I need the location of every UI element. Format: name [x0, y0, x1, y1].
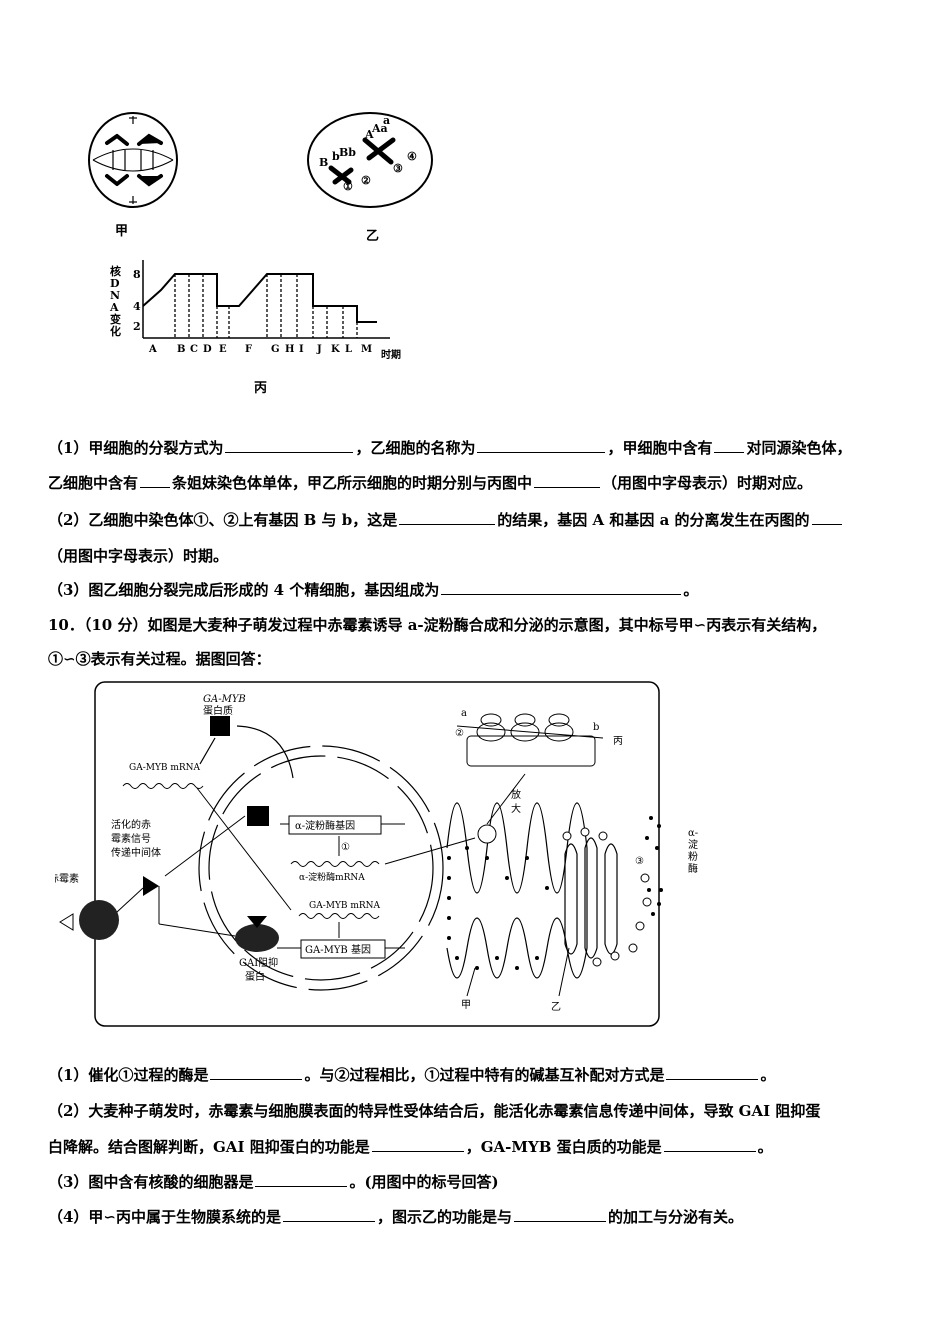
yi-gene-a: a [383, 114, 390, 127]
yi-gene-B: B [319, 156, 328, 169]
svg-text:F: F [245, 344, 252, 355]
yi-chrom-4: ④ [407, 150, 417, 163]
yi-gene-Bb: Bb [339, 146, 356, 159]
diagram-amylase-gene: α-淀粉酶基因 [295, 819, 355, 832]
svg-text:E: E [219, 344, 227, 355]
q10-blank-gai-function[interactable] [371, 1137, 464, 1152]
svg-text:I: I [299, 344, 304, 355]
svg-text:D: D [203, 344, 212, 355]
q10-line-3: 白降解。结合图解判断，GAI 阻抑蛋白的功能是，GA-MYB 蛋白质的功能是。 [48, 1137, 773, 1156]
q9-blank-periods[interactable] [534, 473, 601, 488]
q9-line-1: （1）甲细胞的分裂方式为，乙细胞的名称为，甲细胞中含有对同源染色体， [48, 438, 852, 457]
diagram-label-b: b [593, 722, 599, 733]
yi-chrom-3: ③ [393, 162, 403, 175]
diagram-gai-1: GAI阻抑 [239, 957, 278, 969]
diagram-gamyb-protein: GA-MYB [203, 694, 246, 705]
graph-xlabel: 时期 [381, 348, 401, 361]
diagram-process-1: ① [341, 842, 350, 853]
q9-line-2: 乙细胞中含有条姐妹染色体单体，甲乙所示细胞的时期分别与丙图中（用图中字母表示）时… [48, 473, 813, 492]
q10-blank-membrane[interactable] [283, 1207, 376, 1222]
gibberellin-icon [59, 913, 74, 931]
diagram-gai-2: 蛋白 [245, 970, 265, 983]
svg-text:H: H [285, 344, 294, 355]
diagram-amylase-mrna: α-淀粉酶mRNA [299, 871, 365, 883]
ytick-8: 8 [133, 268, 141, 281]
svg-text:L: L [345, 344, 352, 355]
diagram-gamyb-mrna-2: GA-MYB mRNA [309, 901, 381, 911]
svg-text:M: M [361, 344, 372, 355]
amylase-diagram: GA-MYB 蛋白质 GA-MYB mRNA α-淀粉酶基因 ① α-淀粉酶mR… [55, 681, 663, 1027]
diagram-label-bing: 丙 [613, 736, 623, 747]
q10-line-5: （4）甲∽丙中属于生物膜系统的是，图示乙的功能是与的加工与分泌有关。 [48, 1207, 744, 1226]
yi-chrom-2: ② [361, 174, 371, 187]
q10-blank-organelles[interactable] [255, 1172, 348, 1187]
q10-intro-1: 10．（10 分）如图是大麦种子萌发过程中赤霉素诱导 a-淀粉酶合成和分泌的示意… [48, 616, 827, 634]
bing-label: 丙 [254, 381, 268, 396]
q9-blank-pairs[interactable] [714, 438, 745, 453]
q10-line-4: （3）图中含有核酸的细胞器是。(用图中的标号回答) [48, 1172, 499, 1191]
diagram-signal-3: 传递中间体 [111, 846, 161, 859]
q9-blank-chromatids[interactable] [140, 473, 171, 488]
q9-line-4: （用图中字母表示）时期。 [48, 547, 229, 565]
svg-text:G: G [271, 344, 280, 355]
svg-text:K: K [331, 344, 340, 355]
jia-label: 甲 [115, 224, 129, 239]
q9-line-3: （2）乙细胞中染色体①、②上有基因 B 与 b，这是的结果，基因 A 和基因 a… [48, 509, 844, 530]
yi-gene-b: b [332, 150, 340, 163]
q10-intro-2: ①∽③表示有关过程。据图回答： [48, 650, 271, 668]
signal-intermediate-icon [143, 876, 159, 896]
svg-text:B: B [177, 344, 185, 355]
diagram-signal-1: 活化的赤 [111, 818, 151, 831]
diagram-label-jia: 甲 [461, 1000, 471, 1011]
q10-blank-gamyb-function[interactable] [663, 1137, 756, 1152]
diagram-protein-word: 蛋白质 [203, 704, 233, 717]
diagram-gamyb-mrna: GA-MYB mRNA [129, 763, 201, 773]
diagram-process-2: ② [455, 728, 464, 739]
q10-line-2: （2）大麦种子萌发时，赤霉素与细胞膜表面的特异性受体结合后，能活化赤霉素信息传递… [48, 1102, 821, 1120]
yi-label: 乙 [366, 229, 380, 244]
dna-graph-figure: 8 4 2 A B C D E F G H I J K L M 时期 [133, 260, 401, 361]
q9-blank-cellname[interactable] [477, 438, 606, 453]
diagram-label-a: a [461, 708, 467, 719]
yi-gene-Aa: Aa [371, 122, 388, 135]
q9-blank-cause[interactable] [399, 510, 496, 525]
yi-chrom-1: ① [343, 180, 353, 193]
q9-blank-genotypes[interactable] [441, 580, 682, 595]
svg-text:A: A [148, 344, 157, 355]
q9-blank-separation[interactable] [811, 510, 842, 525]
receptor-icon [79, 900, 119, 940]
diagram-gibberellin: 赤霉素 [55, 872, 79, 885]
diagram-enlarge-2: 大 [511, 802, 521, 815]
ytick-4: 4 [133, 300, 141, 313]
q10-blank-enzyme[interactable] [210, 1065, 303, 1080]
diagram-signal-2: 霉素信号 [111, 832, 151, 845]
diagram-gamyb-gene: GA-MYB 基因 [305, 943, 371, 956]
gamyb-protein-icon [210, 716, 230, 736]
diagram-process-3: ③ [635, 856, 644, 867]
yi-gene-A: A [364, 128, 374, 141]
q9-blank-division[interactable] [225, 438, 354, 453]
diagram-enlarge-1: 放 [511, 788, 521, 801]
cell-jia-figure [88, 112, 178, 208]
graph-ylabel: 核DNA变化 [110, 265, 121, 338]
q10-blank-golgi-function[interactable] [514, 1207, 607, 1222]
cell-yi-figure: B b Bb A Aa a ① ② ③ ④ [307, 112, 433, 208]
q10-blank-pairing[interactable] [666, 1065, 759, 1080]
q9-line-5: （3）图乙细胞分裂完成后形成的 4 个精细胞，基因组成为。 [48, 580, 699, 599]
svg-text:C: C [190, 344, 198, 355]
svg-text:J: J [316, 344, 322, 355]
diagram-label-yi: 乙 [551, 1001, 561, 1013]
ytick-2: 2 [133, 320, 141, 333]
diagram-amylase-side: α-淀粉酶 [688, 828, 699, 875]
q10-line-1: （1）催化①过程的酶是。与②过程相比，①过程中特有的碱基互补配对方式是。 [48, 1065, 776, 1084]
